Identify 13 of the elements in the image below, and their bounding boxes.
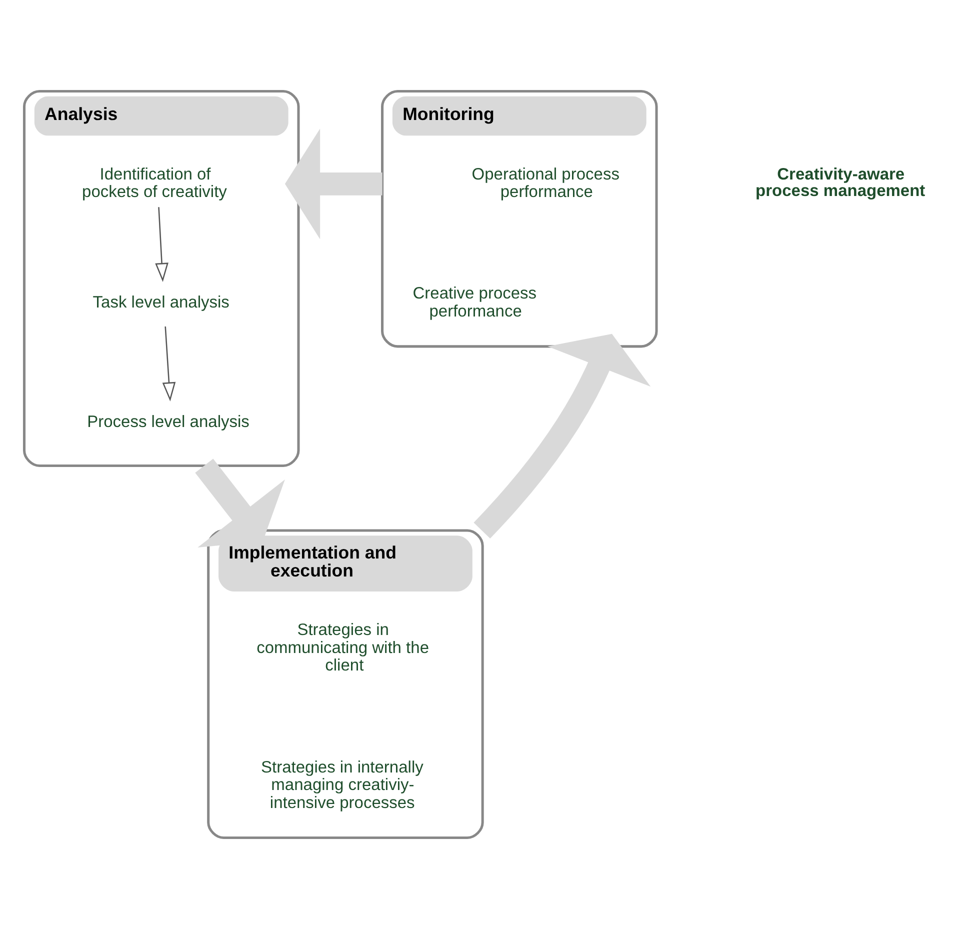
node-text: Creative process performance — [412, 284, 536, 320]
arrow — [473, 334, 650, 538]
arrow — [162, 326, 176, 402]
node-text: Operational process performance — [471, 165, 619, 202]
node-text: Process level analysis — [86, 412, 249, 431]
arrow — [194, 458, 284, 548]
node-text: Strategies in internally managing creativiy-intensive processes — [260, 758, 423, 812]
arrow — [284, 128, 382, 240]
node-text: Strategies in communicating with the client — [256, 621, 429, 675]
node-text: Identification of pockets of creativity — [82, 165, 226, 202]
node-text: Task level analysis — [92, 294, 229, 312]
arrow — [154, 207, 168, 282]
label: Creativity-aware process management — [755, 165, 925, 200]
